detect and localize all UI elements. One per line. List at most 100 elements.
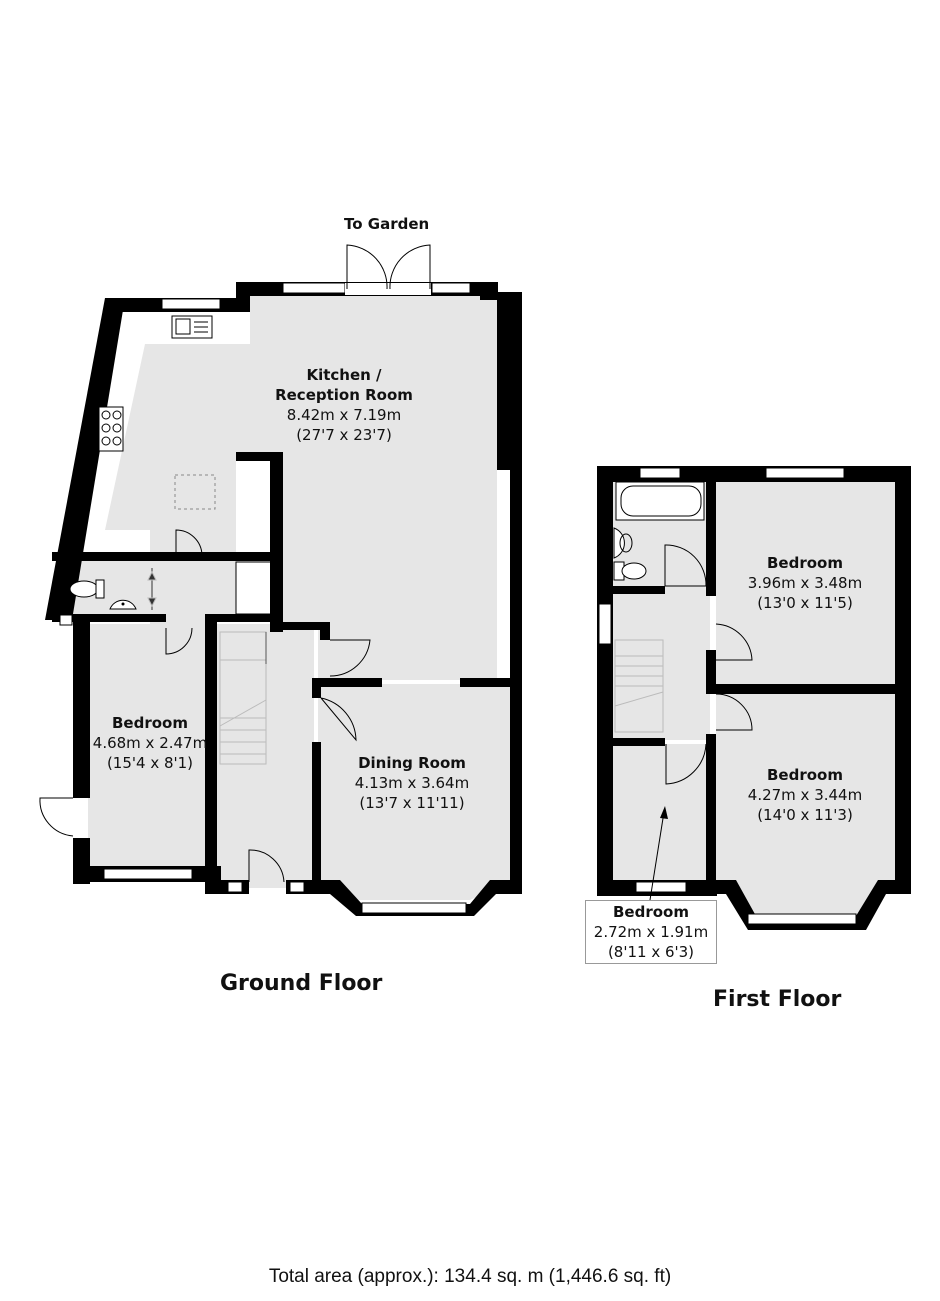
first-floor-plan xyxy=(597,466,911,930)
garden-door-opening xyxy=(345,283,431,295)
bedroom-2-floor xyxy=(716,694,896,918)
dining-bay-window xyxy=(361,902,467,914)
kitchen-divider-top xyxy=(236,452,281,461)
dining-top-wall-right xyxy=(460,678,522,687)
ff-bed1-window xyxy=(765,467,845,479)
wc-bottom-wall xyxy=(52,614,166,622)
hall-door-arc xyxy=(175,529,203,556)
ff-bath-window xyxy=(639,467,681,479)
ff-bedroom-1-name: Bedroom xyxy=(767,554,843,572)
hall-wall-corner xyxy=(275,622,327,630)
dining-room-imperial: (13'7 x 11'11) xyxy=(359,794,465,812)
ff-bed3-top-wall xyxy=(613,738,665,746)
kitchen-name: Kitchen / xyxy=(306,366,382,384)
kitchen-left-wall xyxy=(45,298,125,620)
bedroom-door-arc xyxy=(165,627,193,655)
kitchen-island xyxy=(174,474,216,510)
ff-right-wall xyxy=(895,466,911,894)
ground-floor-title: Ground Floor xyxy=(220,971,383,996)
bedroom-window xyxy=(103,868,193,880)
kitchen-window-mid xyxy=(282,282,346,294)
kitchen-top-step xyxy=(236,282,250,312)
hall-right-wall xyxy=(270,452,283,632)
hall-window-left xyxy=(227,881,243,893)
ff-toilet-icon xyxy=(613,561,647,581)
ff-bay-window xyxy=(747,913,857,925)
ff-bedroom-3-label: Bedroom 2.72m x 1.91m (8'11 x 6'3) xyxy=(585,900,717,964)
ground-floor-plan xyxy=(39,244,522,916)
wc-top-wall xyxy=(52,552,276,561)
kitchen-imperial: (27'7 x 23'7) xyxy=(296,426,392,444)
kitchen-floor xyxy=(105,295,497,680)
dining-room-name: Dining Room xyxy=(358,754,466,772)
ff-stairs xyxy=(614,639,664,733)
to-garden-label: To Garden xyxy=(344,215,430,233)
ff-bed3-window xyxy=(635,881,687,893)
ff-bedroom-3-metric: 2.72m x 1.91m xyxy=(593,923,709,941)
kitchen-metric: 8.42m x 7.19m xyxy=(286,406,402,424)
ff-bed3-right-wall xyxy=(706,734,716,884)
wc-window xyxy=(59,614,73,626)
ff-landing-window xyxy=(598,603,612,645)
bedroom-3-pointer-head xyxy=(660,806,668,819)
hall-wall-corner2 xyxy=(320,622,330,640)
ff-left-wall xyxy=(597,466,613,896)
hob-icon xyxy=(98,406,124,452)
ff-bedroom-3-name: Bedroom xyxy=(613,903,689,921)
ground-bedroom-label: Bedroom 4.68m x 2.47m (15'4 x 8'1) xyxy=(70,713,230,773)
first-floor-title: First Floor xyxy=(713,987,842,1012)
hall-window-right xyxy=(289,881,305,893)
ff-bedroom-2-metric: 4.27m x 3.44m xyxy=(747,786,863,804)
ff-bed1-door xyxy=(715,623,753,661)
ground-bedroom-imperial: (15'4 x 8'1) xyxy=(106,754,194,772)
ff-bedroom-2-imperial: (14'0 x 11'3) xyxy=(757,806,853,824)
ground-stairs xyxy=(147,568,267,765)
kitchen-window-right xyxy=(431,282,471,294)
ff-bedroom-1-metric: 3.96m x 3.48m xyxy=(747,574,863,592)
ff-bedroom-1-imperial: (13'0 x 11'5) xyxy=(757,594,853,612)
dining-room-label: Dining Room 4.13m x 3.64m (13'7 x 11'11) xyxy=(332,753,492,813)
bedroom-right-wall xyxy=(205,620,217,882)
dining-left-wall-lower xyxy=(312,742,321,882)
dining-door-arc-left xyxy=(320,697,357,742)
stair-top-wall xyxy=(205,614,275,622)
ff-bedroom-2-label: Bedroom 4.27m x 3.44m (14'0 x 11'3) xyxy=(725,765,885,825)
ff-bed2-door xyxy=(715,693,753,731)
ff-bedroom-1-label: Bedroom 3.96m x 3.48m (13'0 x 11'5) xyxy=(725,553,885,613)
dining-door-arc-top xyxy=(329,639,371,677)
bedroom-left-wall xyxy=(73,618,90,798)
dining-left-wall-upper xyxy=(312,678,321,698)
kitchen-window-left xyxy=(161,298,221,310)
bedroom-side-door xyxy=(39,797,74,837)
front-door-arc xyxy=(248,849,285,883)
bedroom-3-floor xyxy=(613,744,707,882)
bedroom-1-floor xyxy=(716,480,896,686)
bath-icon xyxy=(615,481,705,521)
ff-bedroom-3-imperial: (8'11 x 6'3) xyxy=(607,943,695,961)
dining-top-wall-left xyxy=(312,678,382,687)
sink-icon xyxy=(171,315,213,339)
ff-bed1-left-wall xyxy=(706,650,716,690)
dining-room-metric: 4.13m x 3.64m xyxy=(354,774,470,792)
total-area: Total area (approx.): 134.4 sq. m (1,446… xyxy=(268,1266,672,1287)
toilet-icon xyxy=(69,579,105,599)
ff-bath-door xyxy=(664,544,707,587)
ground-bedroom-name: Bedroom xyxy=(112,714,188,732)
kitchen-name-2: Reception Room xyxy=(275,386,413,404)
kitchen-right-wall xyxy=(497,292,522,470)
ground-bedroom-metric: 4.68m x 2.47m xyxy=(92,734,208,752)
ff-bed3-door xyxy=(665,743,707,785)
ff-bath-right-wall xyxy=(706,480,716,596)
dining-bay-wall xyxy=(306,880,522,916)
kitchen-label: Kitchen / Reception Room 8.42m x 7.19m (… xyxy=(244,365,444,445)
bedroom-floor xyxy=(88,624,210,866)
entrance-hall-floor xyxy=(216,624,314,888)
landing-strip xyxy=(665,540,710,740)
basin-icon xyxy=(109,599,137,610)
cupboard xyxy=(235,561,273,615)
ff-basin-icon xyxy=(613,527,633,559)
garden-door-swing xyxy=(346,244,431,290)
ff-bath-bottom-wall xyxy=(613,586,665,594)
kitchen-right-step xyxy=(480,282,498,300)
